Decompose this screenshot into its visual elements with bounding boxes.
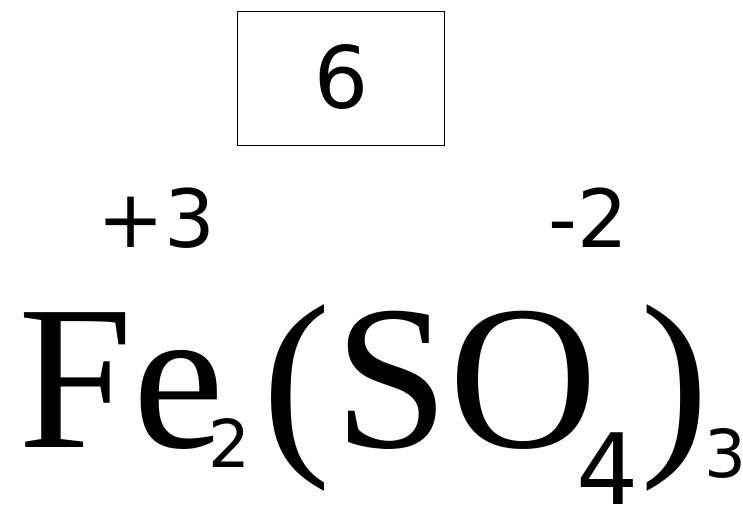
anion-subscript: 4 [576, 414, 639, 528]
cation-subscript: 2 [208, 406, 250, 483]
lcm-value: 6 [313, 28, 369, 129]
close-parenthesis: ) [640, 263, 709, 492]
lcm-box: 6 [237, 11, 445, 146]
anion-charge: -2 [548, 173, 628, 266]
open-parenthesis: ( [262, 263, 331, 492]
formula-diagram: 6 +3 -2 Fe 2 ( SO 4 ) 3 [18, 11, 743, 520]
group-subscript: 3 [704, 416, 743, 493]
cation-symbol: Fe [18, 263, 224, 492]
anion-symbol: SO [334, 263, 598, 492]
cation-charge: +3 [97, 173, 215, 266]
